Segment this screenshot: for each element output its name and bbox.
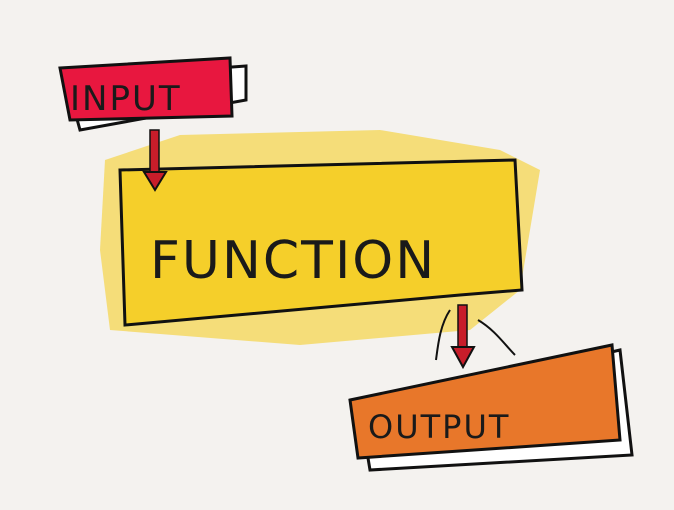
- output-box: OUTPUT: [348, 343, 634, 472]
- input-label: INPUT: [70, 79, 182, 119]
- arrow-function-to-output: [435, 304, 516, 370]
- function-label: FUNCTION: [150, 231, 436, 291]
- function-box: FUNCTION: [100, 130, 540, 345]
- output-label: OUTPUT: [368, 408, 510, 446]
- arrow-input-to-function: [142, 129, 168, 192]
- input-box: INPUT: [58, 56, 248, 132]
